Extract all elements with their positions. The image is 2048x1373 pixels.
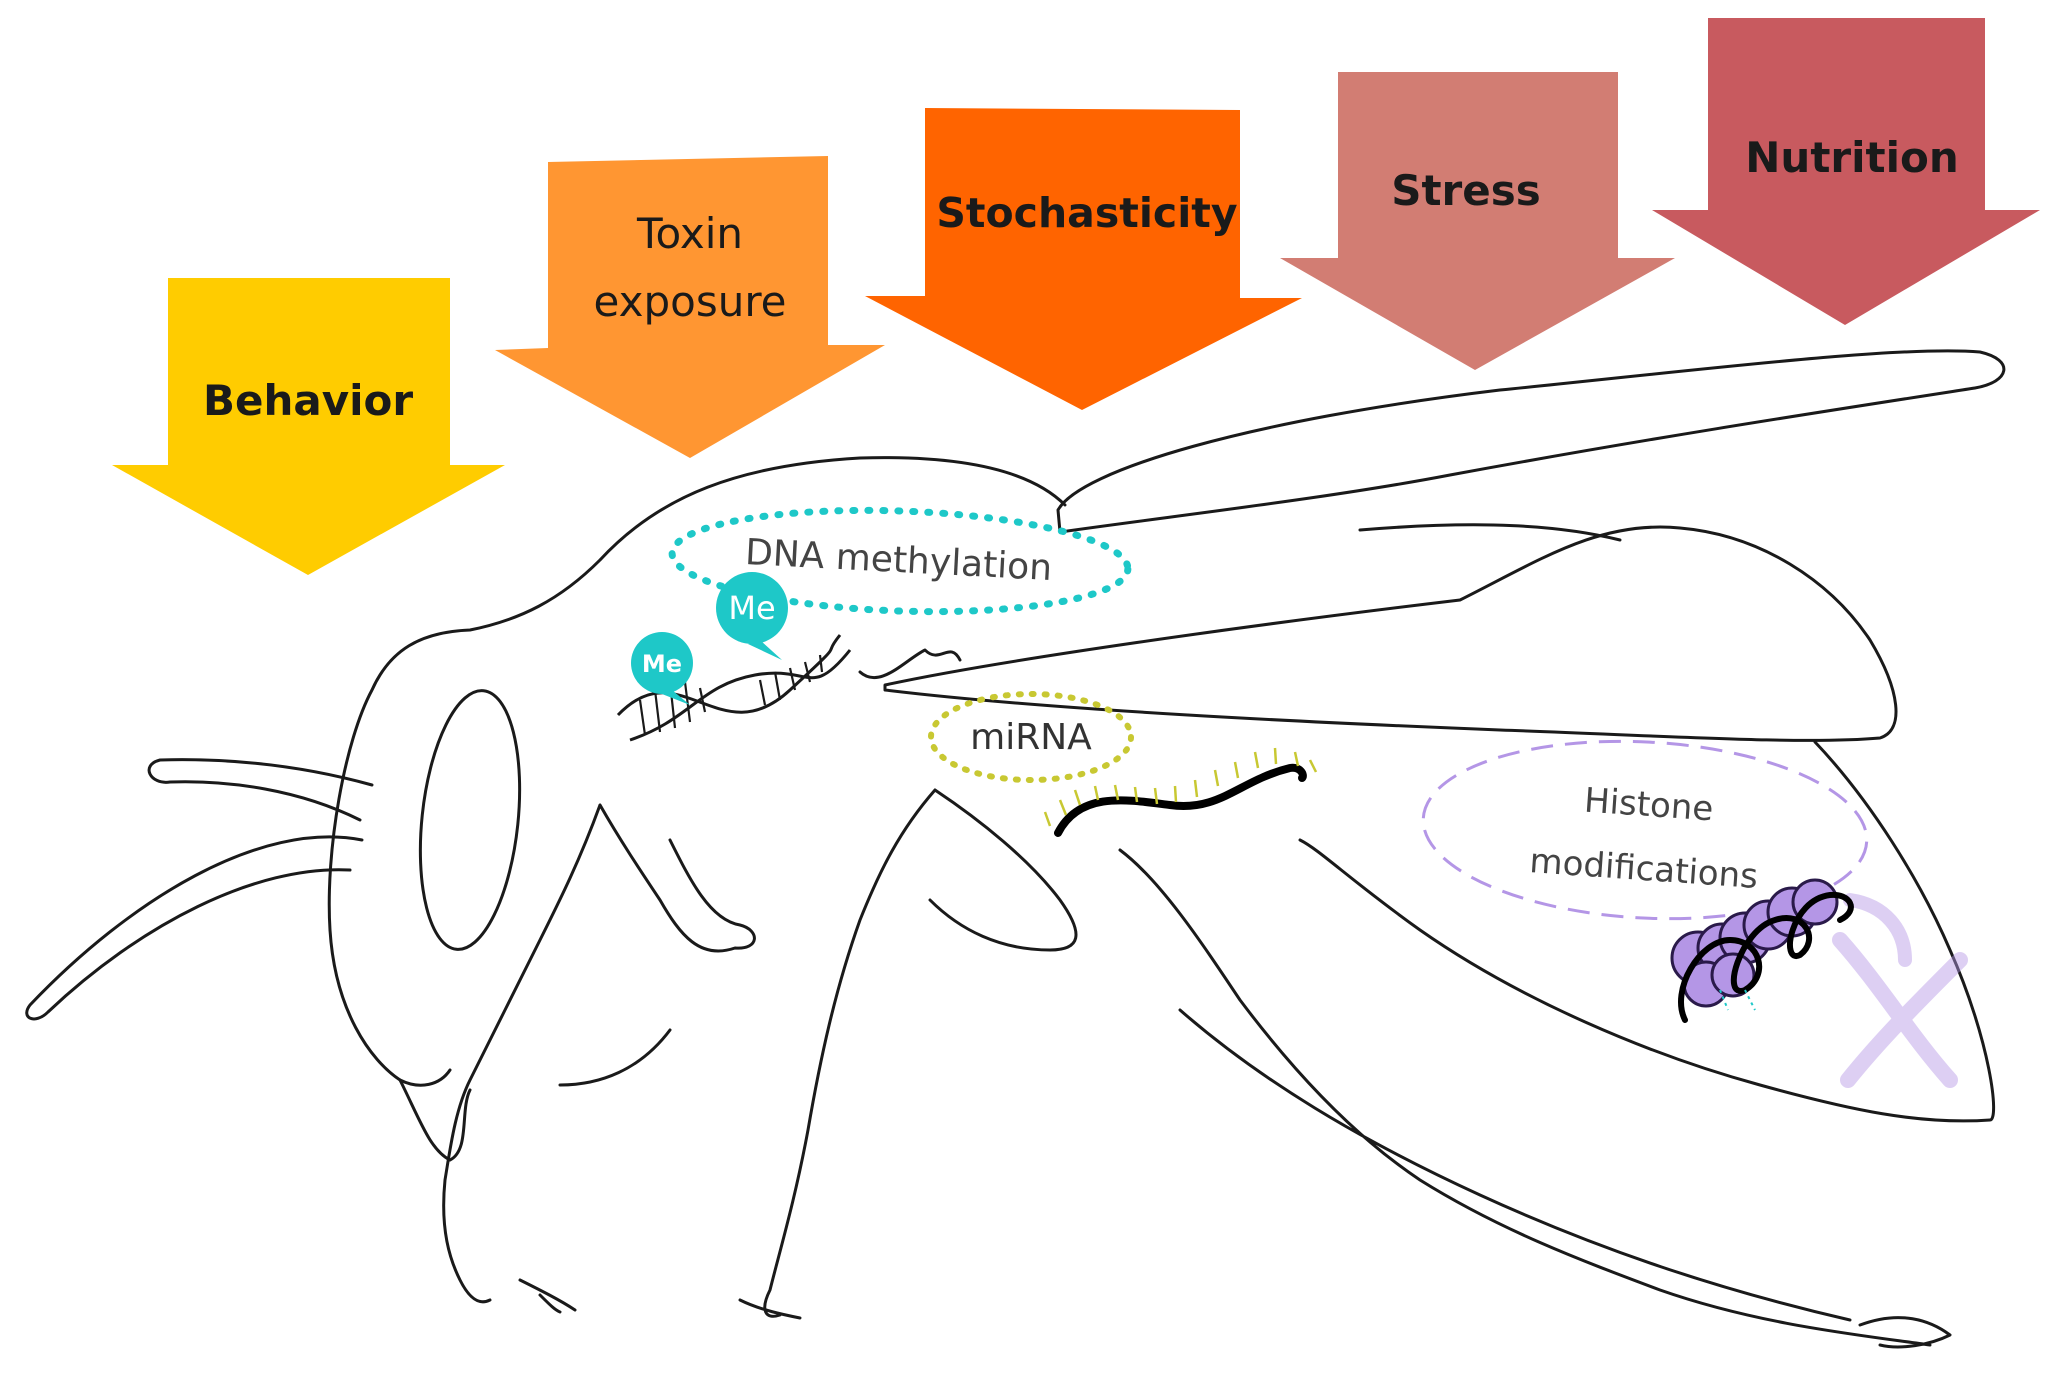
stochasticity-arrow-shape xyxy=(865,108,1302,410)
dna-methylation-label: DNA methylation xyxy=(744,532,1053,589)
bee-lower-wing xyxy=(883,525,1898,742)
methyl-tag-large-circle xyxy=(716,572,788,644)
histone-boundary xyxy=(1421,739,1869,921)
methyl-tag-small-circle xyxy=(631,632,693,694)
bee-antenna xyxy=(25,758,374,1021)
methyl-tag-small-pin xyxy=(662,690,690,705)
nucleosome-chain xyxy=(1670,878,1854,1023)
bee-hind-leg xyxy=(1118,848,1932,1347)
behavior-arrow-shape xyxy=(112,278,505,575)
bee-wing-vein xyxy=(1358,523,1622,542)
mirna-strand xyxy=(1054,763,1307,837)
bee-front-foot xyxy=(518,1278,577,1314)
chromosome-arm-a xyxy=(1832,932,1958,1088)
mirna-label: miRNA xyxy=(970,717,1092,758)
bee-front-leg xyxy=(442,803,756,1304)
factor-arrow-nutrition: Nutrition xyxy=(1652,18,2040,325)
stress-arrow-shape xyxy=(1280,72,1675,370)
histone-label-line2: modifications xyxy=(1528,841,1759,897)
methyl-tag-large-text: Me xyxy=(728,589,775,627)
dna-methylation-boundary xyxy=(668,506,1132,616)
factor-arrow-stress: Stress xyxy=(1280,72,1675,370)
bee-upper-wing xyxy=(1056,349,2006,534)
bee-hind-foot xyxy=(1858,1316,1952,1349)
methyl-tag-small-text: Me xyxy=(642,650,682,678)
chromosome-arm-b xyxy=(1840,952,1968,1088)
bee-outline xyxy=(25,349,2006,1349)
bee-middle-leg xyxy=(763,788,1078,1318)
bee-abdomen xyxy=(1298,740,1996,1123)
histone-group: Histone modifications xyxy=(1421,739,1968,1088)
bee-middle-foot xyxy=(738,1298,802,1320)
factor-arrow-behavior: Behavior xyxy=(112,278,505,575)
stochasticity-label: Stochasticity xyxy=(936,189,1237,237)
factor-arrow-stochasticity: Stochasticity xyxy=(865,108,1302,410)
behavior-label: Behavior xyxy=(203,376,413,425)
histone-label-line1: Histone xyxy=(1583,781,1715,830)
toxin-label-line2: exposure xyxy=(594,277,787,326)
chromosome-icon xyxy=(1832,893,1968,1088)
bee-eye xyxy=(418,689,522,951)
mirna-boundary xyxy=(928,691,1134,783)
toxin-label-line1: Toxin xyxy=(636,209,743,258)
toxin-arrow-shape xyxy=(495,156,885,458)
methyl-tag-large-pin xyxy=(748,640,782,660)
methyl-tag-small: Me xyxy=(631,632,693,705)
bee-body-outline xyxy=(327,456,1067,1087)
stress-label: Stress xyxy=(1391,166,1541,215)
nutrition-label: Nutrition xyxy=(1745,133,1958,182)
mirna-bristles xyxy=(1043,747,1318,827)
methyl-tag-large: Me xyxy=(716,572,788,660)
chromatin-fiber xyxy=(1843,893,1912,967)
mirna-group: miRNA xyxy=(928,691,1318,837)
nutrition-arrow-shape xyxy=(1652,18,2040,325)
bee-mouthparts xyxy=(398,1028,672,1162)
nucleosome-dna-wrap xyxy=(1678,891,1854,1023)
factor-arrow-toxin-exposure: Toxin exposure xyxy=(495,156,885,458)
